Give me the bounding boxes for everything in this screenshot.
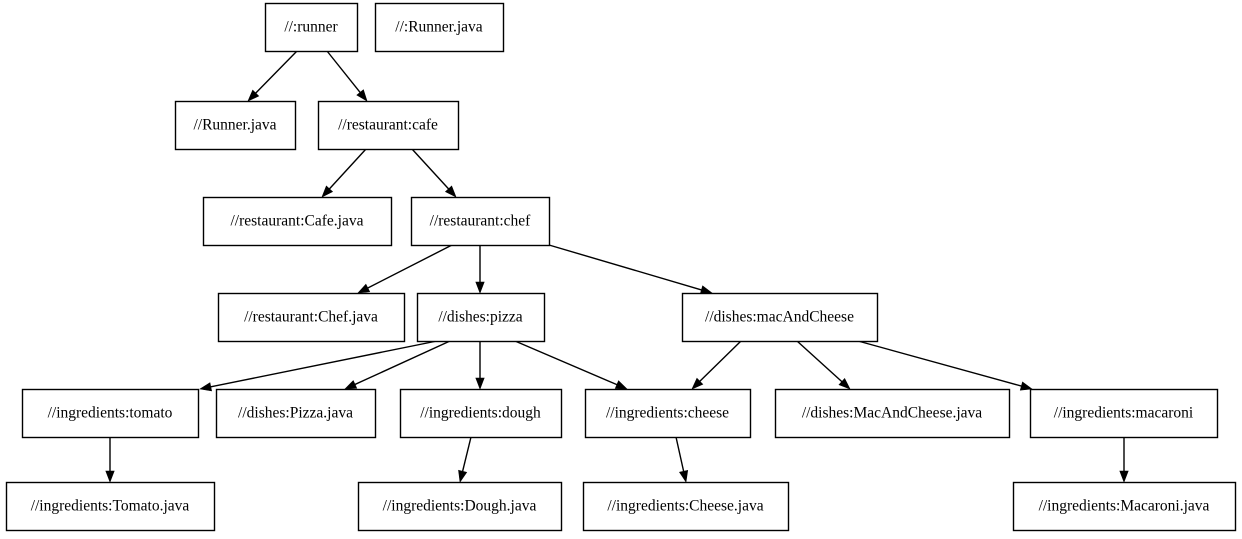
node-box[interactable]	[5, 481, 216, 532]
node-box[interactable]	[582, 481, 790, 532]
graph-edge	[475, 245, 485, 294]
node-box[interactable]	[317, 100, 460, 151]
node-label: //ingredients:dough	[420, 405, 541, 422]
node-box[interactable]	[416, 292, 546, 343]
graph-node[interactable]: //ingredients:dough	[399, 388, 563, 439]
node-box[interactable]	[21, 388, 200, 439]
graph-node[interactable]: //restaurant:Cafe.java	[202, 196, 393, 247]
graph-edge	[514, 340, 628, 390]
node-label: //dishes:pizza	[438, 309, 522, 326]
graph-node[interactable]: //ingredients:macaroni	[1029, 388, 1219, 439]
graph-edge	[548, 244, 713, 295]
graph-node[interactable]: //restaurant:chef	[410, 196, 551, 247]
node-label: //restaurant:chef	[430, 213, 532, 230]
graph-node[interactable]: //dishes:pizza	[416, 292, 546, 343]
node-label: //:Runner.java	[395, 19, 483, 36]
graph-edge	[691, 340, 742, 390]
graph-edge	[247, 50, 298, 102]
graph-node[interactable]: //ingredients:cheese	[584, 388, 752, 439]
node-box[interactable]	[264, 2, 359, 53]
graph-node[interactable]: //Runner.java	[174, 100, 297, 151]
node-box[interactable]	[202, 196, 393, 247]
node-label: //ingredients:Macaroni.java	[1039, 498, 1210, 515]
node-label: //restaurant:Chef.java	[244, 309, 378, 326]
graph-edge	[357, 244, 453, 294]
node-box[interactable]	[774, 388, 1011, 439]
graph-edge	[796, 340, 851, 390]
node-box[interactable]	[410, 196, 551, 247]
node-box[interactable]	[399, 388, 563, 439]
graph-edge	[326, 50, 368, 102]
node-label: //ingredients:macaroni	[1054, 405, 1194, 422]
node-label: //ingredients:tomato	[48, 405, 173, 422]
graph-node[interactable]: //dishes:MacAndCheese.java	[774, 388, 1011, 439]
node-box[interactable]	[357, 481, 563, 532]
node-label: //:runner	[284, 19, 338, 36]
node-box[interactable]	[217, 292, 406, 343]
graph-node[interactable]: //restaurant:Chef.java	[217, 292, 406, 343]
node-box[interactable]	[1029, 388, 1219, 439]
edges-layer	[105, 50, 1129, 483]
node-box[interactable]	[174, 100, 297, 151]
node-label: //Runner.java	[193, 117, 276, 134]
node-label: //dishes:Pizza.java	[238, 405, 353, 422]
node-label: //ingredients:Cheese.java	[607, 498, 763, 515]
node-box[interactable]	[215, 388, 377, 439]
graph-edge	[857, 340, 1033, 391]
graph-node[interactable]: //ingredients:Macaroni.java	[1012, 481, 1237, 532]
graph-node[interactable]: //:Runner.java	[374, 2, 505, 53]
graph-node[interactable]: //ingredients:Cheese.java	[582, 481, 790, 532]
graph-edge	[411, 148, 457, 198]
graph-edge	[475, 341, 485, 390]
graph-edge	[199, 340, 438, 392]
graph-edge	[321, 148, 367, 198]
graph-node[interactable]: //dishes:Pizza.java	[215, 388, 377, 439]
node-label: //restaurant:Cafe.java	[231, 213, 364, 230]
graph-node[interactable]: //:runner	[264, 2, 359, 53]
graph-edge	[105, 437, 115, 483]
graph-node[interactable]: //dishes:macAndCheese	[681, 292, 879, 343]
node-label: //restaurant:cafe	[338, 117, 438, 134]
node-box[interactable]	[1012, 481, 1237, 532]
node-label: //ingredients:Dough.java	[383, 498, 537, 515]
graph-node[interactable]: //restaurant:cafe	[317, 100, 460, 151]
graph-edge	[675, 436, 689, 483]
graph-node[interactable]: //ingredients:Tomato.java	[5, 481, 216, 532]
graph-node[interactable]: //ingredients:Dough.java	[357, 481, 563, 532]
node-label: //dishes:macAndCheese	[705, 309, 854, 326]
graph-edge	[458, 436, 472, 483]
node-box[interactable]	[584, 388, 752, 439]
node-label: //ingredients:cheese	[606, 405, 729, 422]
node-box[interactable]	[374, 2, 505, 53]
node-label: //ingredients:Tomato.java	[31, 498, 190, 515]
graph-edge	[1119, 437, 1129, 483]
graph-edge	[344, 340, 451, 390]
graph-node[interactable]: //ingredients:tomato	[21, 388, 200, 439]
nodes-layer: //:runner //:Runner.java //Runner.java //re…	[5, 2, 1237, 532]
node-box[interactable]	[681, 292, 879, 343]
node-label: //dishes:MacAndCheese.java	[802, 405, 982, 422]
